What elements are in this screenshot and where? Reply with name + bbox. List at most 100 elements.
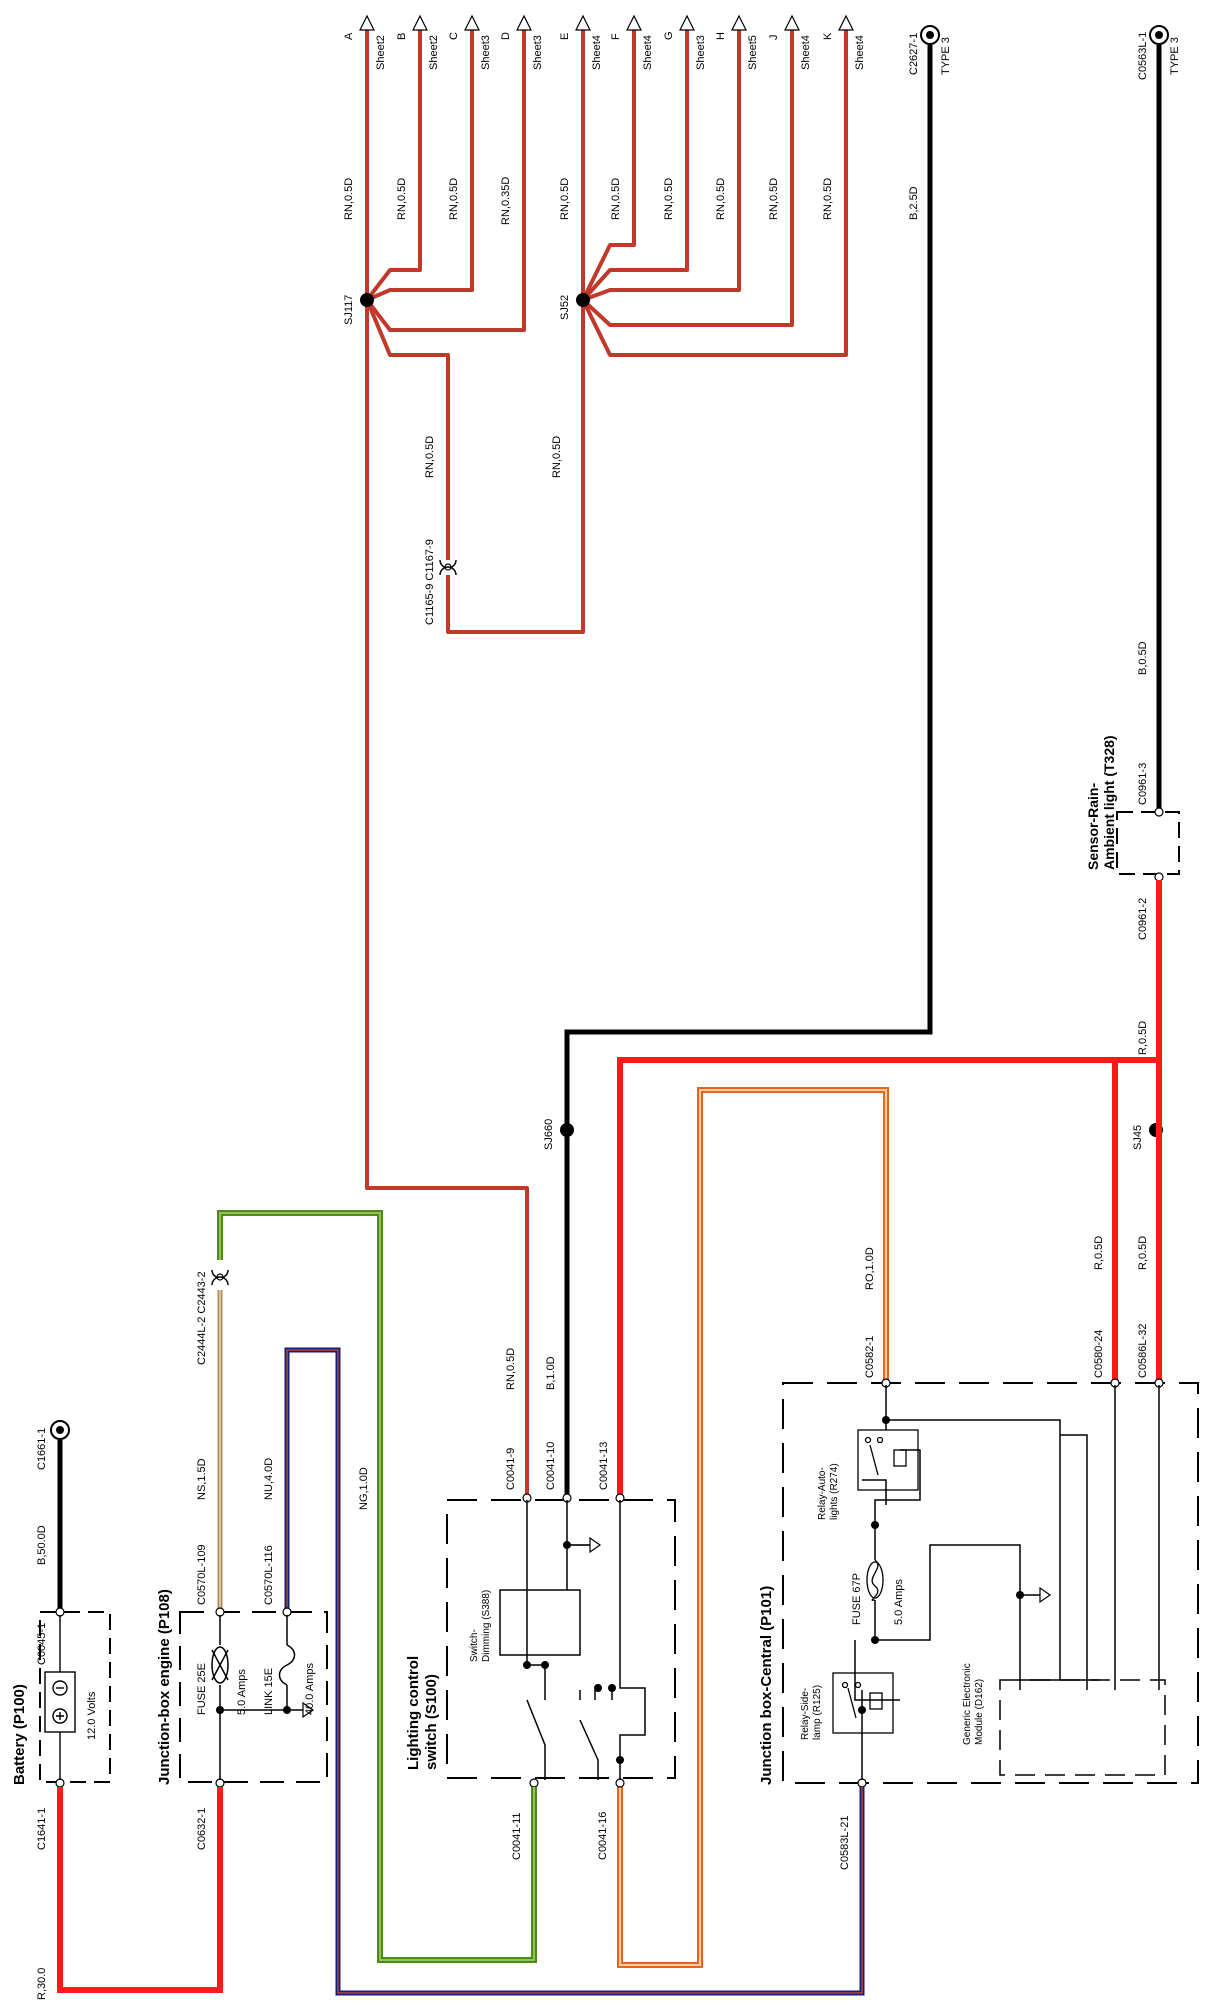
wire-b <box>365 30 422 302</box>
ground-label-c0563: C0563L-1 <box>1137 32 1149 80</box>
jbe-pin-c0632 <box>215 1778 225 1788</box>
lcs-c16-label: C0041-16 <box>597 1812 609 1860</box>
splice-sj117 <box>360 293 374 307</box>
conn-sheet-k: Sheet4 <box>854 35 866 70</box>
jbe-c116-label: C0570L-116 <box>263 1545 275 1605</box>
wire-label-b10: B,1.0D <box>545 1356 557 1390</box>
wire-sj52-loop <box>446 300 585 634</box>
conn-sheet-c: Sheet3 <box>480 35 492 70</box>
conn-sheet-d: Sheet3 <box>532 35 544 70</box>
top-wire-labels: RN,0.5D RN,0.5D RN,0.5D RN,0.35D RN,0.5D… <box>343 177 834 225</box>
wire-g <box>581 30 689 302</box>
sensor-pin-c2 <box>1154 872 1164 882</box>
lcs-c10-label: C0041-10 <box>545 1442 557 1490</box>
ground-label-c2627: C2627-1 <box>908 33 920 75</box>
jbe-fuse-amps: 5.0 Amps <box>236 1669 248 1715</box>
wire-label-nu40: NU,4.0D <box>263 1458 275 1500</box>
conn-letter-c: C <box>448 32 460 40</box>
conn-sheet-a: Sheet2 <box>375 35 387 70</box>
wire-label-r05c: R,0.5D <box>1137 1236 1149 1270</box>
wire-rn-main <box>365 300 529 1495</box>
conn-letter-a: A <box>343 32 355 40</box>
conn-sheet-g: Sheet3 <box>695 35 707 70</box>
wire-label-ng10: NG,1.0D <box>358 1467 370 1510</box>
wire-label-e: RN,0.5D <box>559 178 571 220</box>
gem-box <box>999 1679 1166 1776</box>
relay-side-label2: lamp (R125) <box>812 1685 823 1740</box>
battery-c0045-label: C0045-1 <box>36 1623 48 1665</box>
lcs-arrow-icon <box>567 1536 602 1554</box>
relay-side-lamp <box>832 1672 894 1734</box>
jbe-link-label: LINK 15E <box>263 1668 275 1715</box>
jbe-internal <box>211 1615 303 1780</box>
lcs-title2: switch (S100) <box>423 1674 440 1770</box>
conn-letter-k: K <box>822 32 834 40</box>
lcs-c13-label: C0041-13 <box>598 1442 610 1490</box>
wire-label-c: RN,0.5D <box>448 178 460 220</box>
wire-nu40 <box>284 1347 865 1996</box>
jbe-dot1 <box>216 1706 224 1714</box>
wire-label-j: RN,0.5D <box>768 178 780 220</box>
battery-title: Battery (P100) <box>11 1684 28 1785</box>
splice-label-sj52: SJ52 <box>559 295 571 320</box>
jbc-title: Junction box-Central (P101) <box>758 1586 775 1785</box>
lcs-c11-label: C0041-11 <box>511 1813 523 1861</box>
conn-sheet-f: Sheet4 <box>642 35 654 70</box>
wire-label-ro10: RO,1.0D <box>864 1247 876 1290</box>
wire-label-f: RN,0.5D <box>610 178 622 220</box>
jbc-box <box>782 1382 1199 1784</box>
splice-label-sj45: SJ45 <box>1132 1125 1144 1150</box>
lcs-pin-c16 <box>615 1778 625 1788</box>
wire-d <box>365 30 526 332</box>
wire-label-r300: R,30.0 <box>36 1968 48 2000</box>
ground-label-type3b: TYPE 3 <box>1169 37 1181 75</box>
relay-side-label1: Relay-Side- <box>800 1688 811 1740</box>
wire-label-b05: B,0.5D <box>1137 641 1149 675</box>
jbc-c0586-label: C0586L-32 <box>1137 1324 1149 1378</box>
wire-label-k: RN,0.5D <box>822 178 834 220</box>
conn-letter-f: F <box>610 33 622 40</box>
jbe-c0632-label: C0632-1 <box>196 1808 208 1850</box>
ground-label-type3a: TYPE 3 <box>940 37 952 75</box>
jbe-box <box>179 1611 328 1783</box>
inline-connector-c1165 <box>439 559 457 576</box>
wire-r300 <box>57 1787 223 1993</box>
wire-label-h: RN,0.5D <box>715 178 727 220</box>
conn-sheet-b: Sheet2 <box>428 35 440 70</box>
wire-label-d: RN,0.35D <box>500 177 512 225</box>
sensor-c3-label: C0961-3 <box>1137 763 1149 805</box>
wire-label-ns15: NS,1.5D <box>196 1458 208 1500</box>
gem-label2: Module (D162) <box>974 1679 985 1745</box>
inline-label-c1165: C1165-9 C1167-9 <box>424 539 436 625</box>
conn-letter-j: J <box>768 35 780 41</box>
splice-label-sj660: SJ660 <box>543 1119 555 1150</box>
conn-letter-d: D <box>500 32 512 40</box>
conn-sheet-e: Sheet4 <box>591 35 603 70</box>
wire-h <box>582 30 741 302</box>
ground-label-c1661: C1661-1 <box>36 1428 48 1470</box>
top-wire-group <box>365 30 848 1495</box>
wire-b25 <box>564 45 933 1495</box>
conn-sheet-h: Sheet5 <box>747 35 759 70</box>
jbc-pin-c0583 <box>857 1778 867 1788</box>
lcs-dots <box>523 1541 624 1764</box>
inline-label-c2444: C2444L-2 C2443-2 <box>196 1271 208 1365</box>
jbc-arrow-icon <box>1039 1586 1052 1604</box>
sensor-title2: Ambient light (T328) <box>1101 735 1117 870</box>
battery-c1641-label: C1641-1 <box>36 1808 48 1850</box>
wire-sj117-down <box>365 299 450 560</box>
conn-sheet-j: Sheet4 <box>800 35 812 70</box>
relay-auto-lights <box>857 1429 919 1491</box>
jbe-title: Junction-box engine (P108) <box>156 1589 173 1785</box>
conn-letter-g: G <box>663 31 675 40</box>
splice-label-sj117: SJ117 <box>343 295 355 325</box>
conn-letter-h: H <box>715 32 727 40</box>
wire-label-g: RN,0.5D <box>663 178 675 220</box>
rn-loop-label2: RN,0.5D <box>551 436 563 478</box>
top-connector-arrows <box>359 14 854 31</box>
wire-c <box>366 30 474 302</box>
jbe-pin-c109 <box>215 1607 225 1617</box>
sensor-box <box>1116 811 1180 875</box>
dimmer-label1: Switch- <box>469 1629 480 1662</box>
